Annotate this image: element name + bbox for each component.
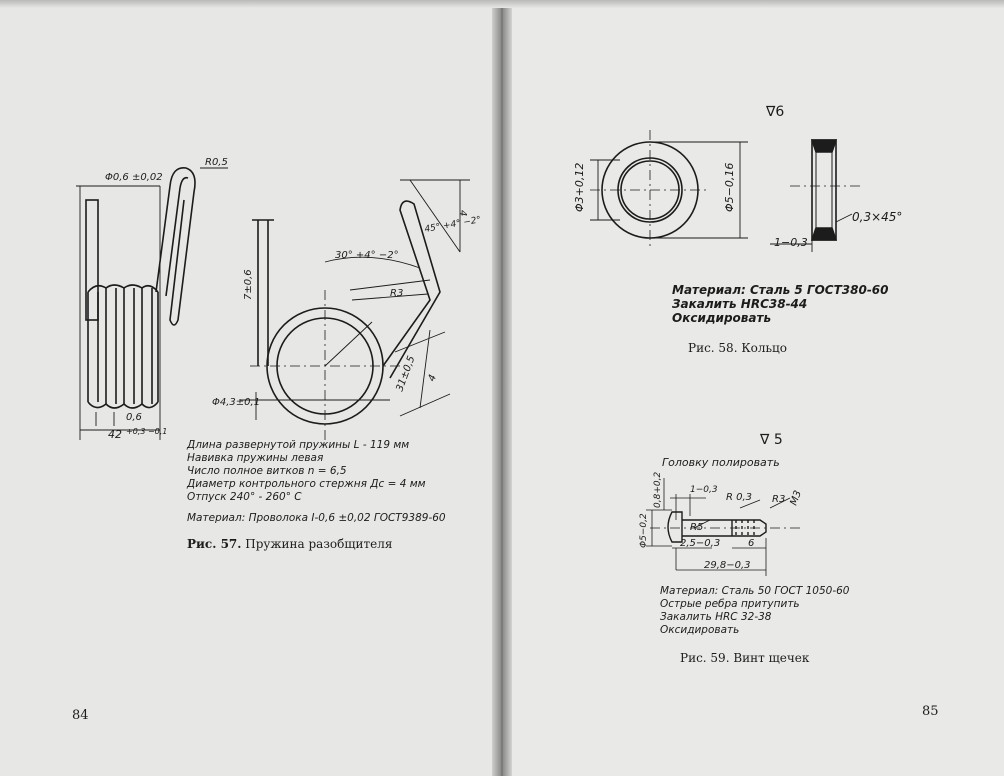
- fig59-d25: 2,5−0,3: [680, 538, 720, 549]
- fig58-dia-outer: Φ5−0,16: [723, 163, 736, 212]
- fig59-screw-drawing: [646, 478, 800, 576]
- fig58-note-line: Оксидировать: [672, 311, 772, 325]
- spring-coil-side-view: [87, 284, 159, 409]
- fig57-caption: Рис. 57. Пружина разобщителя: [187, 537, 392, 551]
- fig59-note-line: Закалить HRC 32-38: [660, 611, 772, 623]
- fig58-roughness: ∇6: [765, 104, 784, 120]
- fig57-spec-line: Диаметр контрольного стержня Дс = 4 мм: [187, 478, 426, 490]
- fig59-r3: R3: [772, 494, 785, 505]
- fig58-dia-inner: Φ3+0,12: [573, 163, 586, 212]
- fig57-radius: R0,5: [205, 157, 228, 168]
- fig57-angle1: 30° +4° −2°: [335, 250, 399, 261]
- fig57-spec-line: Длина развернутой пружины L - 119 мм: [187, 439, 410, 451]
- fig57-spec-block: Длина развернутой пружины L - 119 мм Нав…: [187, 439, 426, 504]
- fig58-ring-drawing: [590, 130, 860, 252]
- fig59-note-line: Острые ребра притупить: [660, 598, 800, 610]
- fig57-length: 42: [108, 428, 122, 441]
- left-page: [0, 0, 500, 776]
- book-gutter: [492, 0, 512, 776]
- fig57-leg-len: 7±0,6: [243, 269, 254, 300]
- fig59-r03: R 0,3: [726, 492, 752, 503]
- fig57-spec-line: Навивка пружины левая: [187, 452, 324, 464]
- fig57-length-tol: +0,3 −0,1: [126, 427, 167, 436]
- fig59-r5: R5: [690, 522, 703, 533]
- spring-leg-left: [85, 199, 99, 321]
- fig57-dia: Φ4,3±0,1: [212, 397, 260, 408]
- fig57-caption-number: Рис. 57.: [187, 537, 242, 551]
- fig59-d08: 0,8+0,2: [653, 472, 663, 508]
- fig58-note-line: Материал: Сталь 5 ГОСТ380-60: [672, 283, 889, 297]
- fig59-d6: 6: [748, 538, 754, 549]
- page-edge-shadow: [0, 0, 1004, 8]
- fig59-d1: 1−0,3: [690, 485, 718, 495]
- fig59-d298: 29,8−0,3: [704, 560, 751, 571]
- fig57-spec-line: Отпуск 240° - 260° С: [187, 491, 302, 503]
- spring-upper-leg: [155, 185, 171, 293]
- fig57-spec-line: Число полное витков n = 6,5: [187, 465, 347, 477]
- page-number-left: 84: [72, 708, 89, 723]
- fig58-thickness: 1−0,3: [774, 236, 808, 249]
- fig59-d5: Φ5−0,2: [639, 513, 649, 548]
- fig57-angle2: 45° +4° −2°: [424, 215, 482, 235]
- page-number-right: 85: [922, 704, 939, 719]
- fig59-m3: M3: [788, 489, 803, 507]
- fig58-notes: Материал: Сталь 5 ГОСТ380-60 Закалить HR…: [672, 283, 889, 325]
- fig59-notes: Материал: Сталь 50 ГОСТ 1050-60 Острые р…: [660, 585, 849, 637]
- fig59-note-line: Оксидировать: [660, 624, 740, 636]
- fig57-wire-dim: Φ0,6 ±0,02: [105, 172, 163, 183]
- fig58-chamfer: 0,3×45°: [852, 210, 902, 224]
- fig59-polish-note: Головку полировать: [662, 456, 780, 469]
- fig57-len31: 31±0,5: [394, 354, 417, 393]
- fig57-material: Материал: Проволока I-0,6 ±0,02 ГОСТ9389…: [187, 512, 446, 524]
- fig59-caption: Рис. 59. Винт щечек: [680, 651, 810, 665]
- fig57-caption-text: Пружина разобщителя: [241, 537, 393, 551]
- fig59-note-line: Материал: Сталь 50 ГОСТ 1050-60: [660, 585, 850, 597]
- right-page: [504, 0, 1004, 776]
- fig57-r3: R3: [390, 288, 403, 299]
- fig58-note-line: Закалить HRC38-44: [672, 297, 808, 311]
- fig57-dim4: 4: [457, 210, 468, 216]
- fig59-roughness: ∇ 5: [759, 432, 783, 448]
- fig57-dim4b: 4: [426, 373, 439, 383]
- fig57-pitch: 0,6: [126, 412, 142, 423]
- fig58-caption: Рис. 58. Кольцо: [688, 341, 787, 355]
